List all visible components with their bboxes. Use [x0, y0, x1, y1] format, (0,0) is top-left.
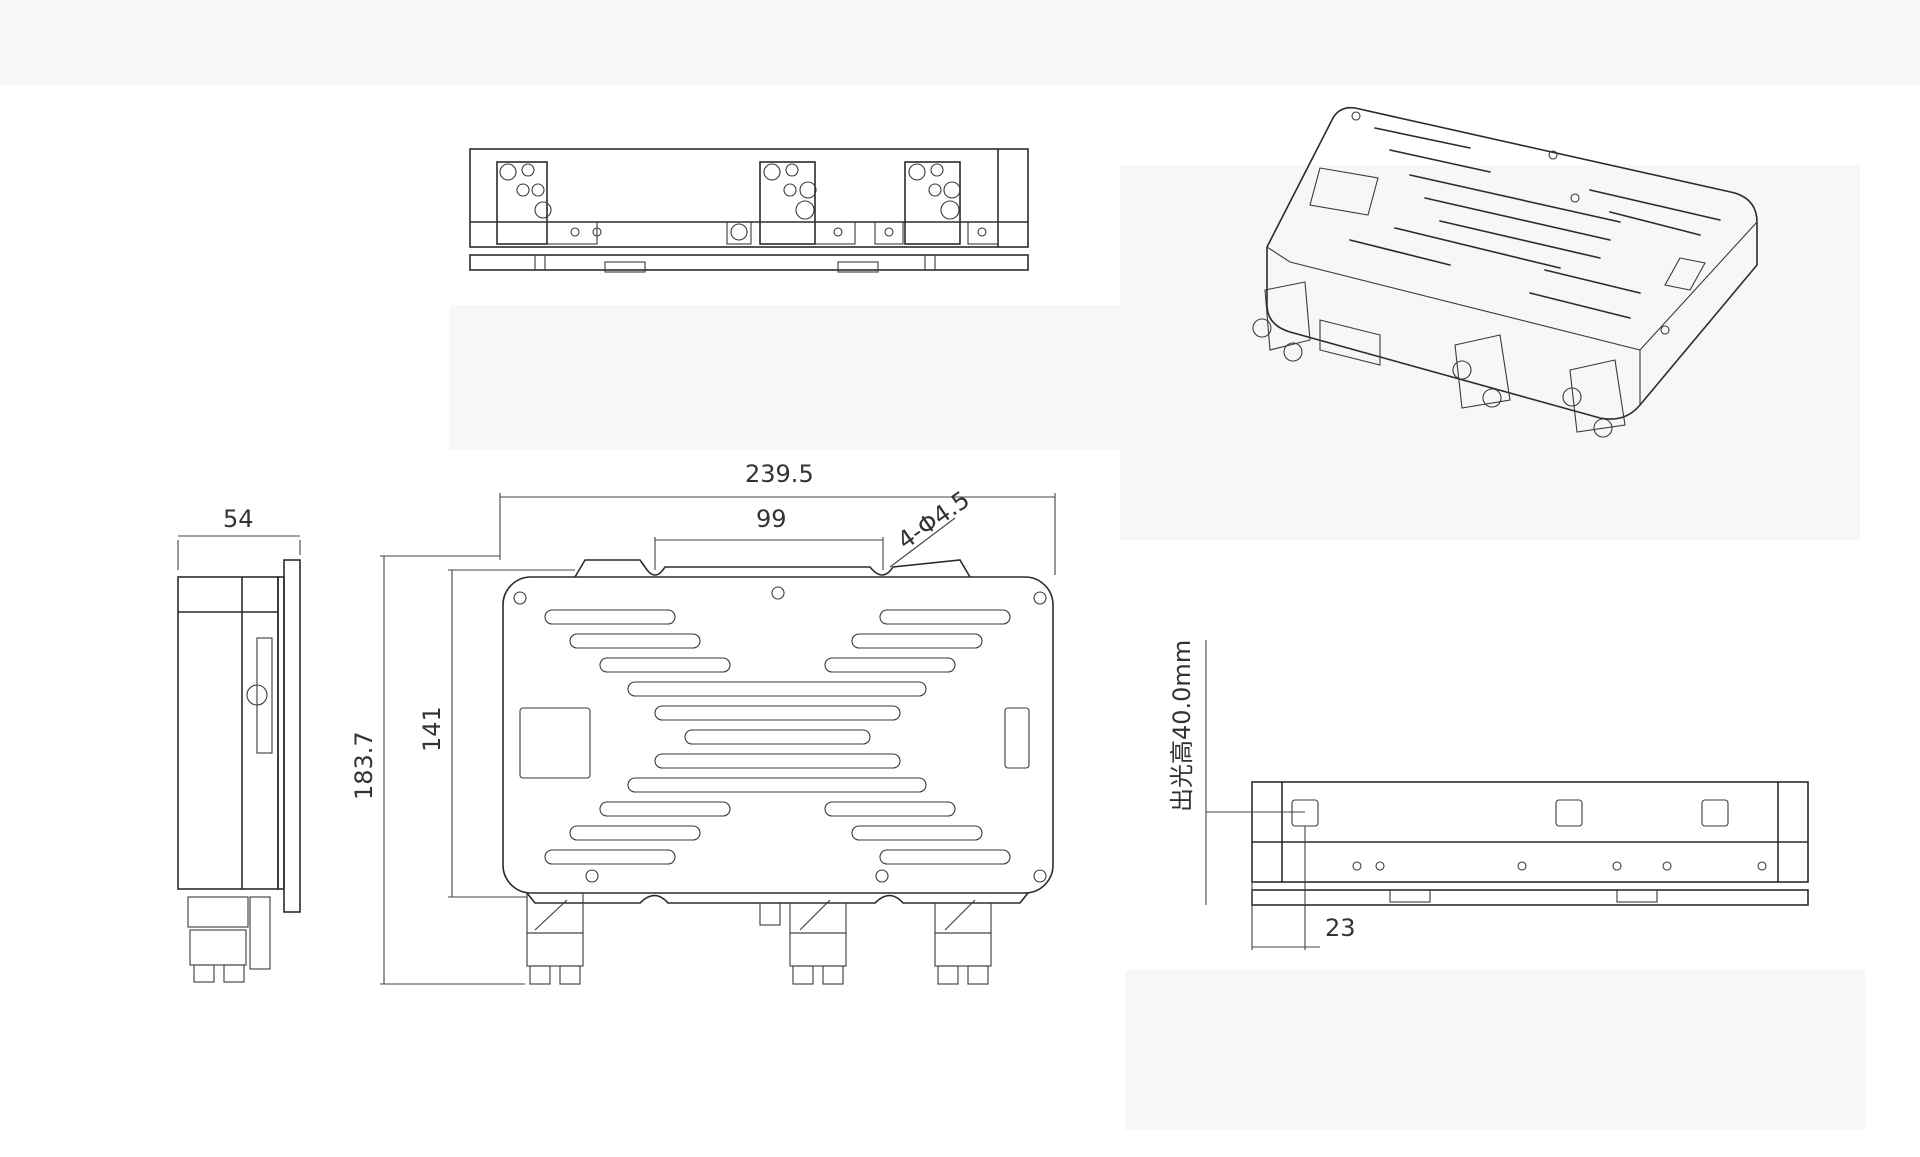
plan-vent-slots [544, 609, 1011, 865]
top-bracket [874, 161, 999, 245]
top-view-base [469, 254, 1029, 271]
side-width-label: 54 [223, 505, 254, 533]
front-view-base [1251, 889, 1809, 906]
plan-clamp [934, 899, 992, 985]
top-bracket [496, 161, 602, 245]
inner-height-label: 141 [418, 706, 446, 752]
top-bracket [726, 161, 856, 245]
hole-spacing-label: 99 [756, 505, 787, 533]
iso-clamp [1562, 359, 1626, 438]
iso-vent-slots [1349, 127, 1721, 319]
plan-label-pad [519, 707, 591, 779]
bg-panel [1120, 165, 1860, 540]
plan-view-plate [502, 576, 1054, 894]
header-band [0, 0, 1920, 85]
iso-view [1252, 106, 1758, 438]
front-view: 出光高40.0mm 23 [1168, 640, 1809, 950]
plan-view: 239.5 99 4-Φ4.5 183.7 141 [350, 460, 1056, 985]
side-view-body [177, 576, 279, 890]
bg-panel [450, 305, 1120, 450]
beam-height-label: 出光高40.0mm [1168, 640, 1196, 812]
top-view-body [469, 148, 1029, 248]
iso-clamp [1452, 334, 1511, 409]
plan-window [1004, 707, 1030, 769]
side-view: 54 [177, 505, 301, 983]
front-aperture [1291, 799, 1319, 827]
beam-offset-label: 23 [1325, 914, 1356, 942]
plan-top-mount-tabs [574, 559, 971, 578]
mount-hole-note: 4-Φ4.5 [892, 486, 974, 555]
plan-clamp [526, 892, 584, 985]
overall-length-label: 239.5 [745, 460, 814, 488]
plan-bottom-mount-tabs [526, 892, 1029, 904]
front-view-body [1251, 781, 1809, 883]
plan-clamp [789, 899, 847, 985]
iso-body [1266, 106, 1758, 420]
overall-height-label: 183.7 [350, 731, 378, 800]
leader-line [889, 517, 956, 568]
iso-clamp [1252, 281, 1381, 366]
top-view [469, 148, 1029, 273]
bg-panel [1125, 970, 1865, 1130]
side-view-flange [283, 559, 301, 913]
